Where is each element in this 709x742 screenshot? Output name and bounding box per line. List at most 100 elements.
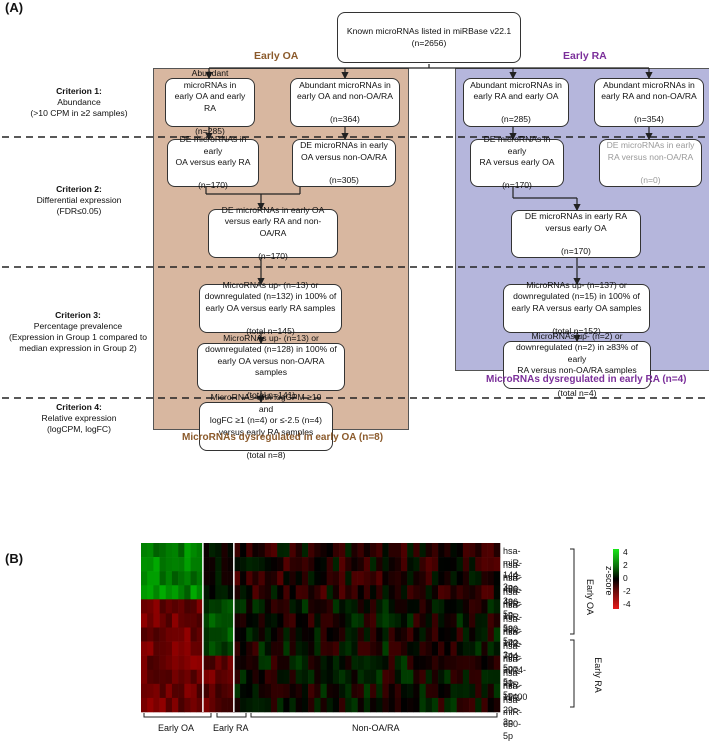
heatmap-cell — [345, 543, 352, 558]
heatmap-cell — [159, 613, 167, 628]
heatmap-cell — [407, 627, 414, 642]
heatmap-cell — [314, 543, 321, 558]
heatmap-cell — [246, 655, 253, 671]
heatmap-cell — [165, 613, 173, 628]
heatmap-cell — [388, 683, 396, 699]
heatmap-cell — [339, 557, 346, 572]
heatmap-cell — [270, 683, 278, 699]
heatmap-cell — [431, 585, 439, 600]
heatmap-cell — [450, 683, 457, 699]
heatmap-cell — [339, 599, 346, 614]
heatmap-cell — [227, 585, 235, 600]
heatmap-cell — [240, 683, 247, 699]
heatmap-cell — [252, 683, 259, 699]
heatmap-cell — [351, 683, 358, 699]
heatmap-cell — [165, 683, 173, 699]
heatmap-cell — [283, 571, 290, 586]
heatmap-cell — [370, 627, 377, 642]
heatmap-cell — [481, 613, 488, 628]
heatmap-cell — [153, 557, 160, 572]
heatmap-cell — [264, 613, 272, 628]
heatmap-cell — [425, 683, 433, 699]
heatmap-cell — [400, 697, 408, 713]
heatmap-cell — [357, 669, 365, 685]
heatmap-cell — [209, 585, 216, 600]
heatmap-cell — [345, 613, 352, 628]
heatmap-cell — [376, 585, 383, 600]
heatmap-cell — [481, 571, 488, 586]
heatmap-cell — [469, 627, 476, 642]
heatmap-cell — [159, 683, 167, 699]
heatmap-cell — [345, 571, 352, 586]
heatmap-cell — [450, 585, 457, 600]
heatmap-cell — [450, 627, 457, 642]
heatmap-cell — [407, 655, 414, 671]
heatmap-cell — [289, 557, 297, 572]
heatmap-cell — [190, 543, 198, 558]
heatmap-cell — [363, 599, 371, 614]
heatmap-cell — [394, 571, 402, 586]
heatmap-cell — [215, 641, 222, 656]
heatmap-cell — [246, 697, 253, 713]
heatmap-cell — [178, 557, 185, 572]
heatmap-cell — [283, 683, 290, 699]
heatmap-cell — [301, 599, 309, 614]
heatmap-cell — [370, 683, 377, 699]
heatmap-cell — [246, 669, 253, 685]
ra-c2-merge-box: DE microRNAs in early RA versus early OA… — [511, 210, 641, 258]
heatmap-cell — [215, 627, 222, 642]
legend-colorbar — [613, 549, 619, 609]
heatmap-cell — [438, 655, 445, 671]
heatmap-cell — [419, 697, 427, 713]
heatmap-cell — [425, 641, 433, 656]
heatmap-cell — [215, 683, 222, 699]
heatmap-cell — [190, 613, 198, 628]
heatmap-cell — [419, 613, 427, 628]
heatmap-cell — [425, 585, 433, 600]
heatmap-cell — [450, 655, 457, 671]
heatmap-cell — [227, 543, 235, 558]
heatmap-cell — [332, 641, 340, 656]
heatmap-cell — [202, 599, 210, 614]
heatmap-cell — [431, 669, 439, 685]
heatmap-cell — [227, 655, 235, 671]
heatmap-cell — [314, 613, 321, 628]
row-group-brackets — [570, 548, 575, 708]
heatmap-cell — [165, 697, 173, 713]
heatmap-cell — [419, 599, 427, 614]
heatmap-cell — [221, 697, 228, 713]
heatmap-cell — [252, 599, 259, 614]
heatmap-cell — [314, 585, 321, 600]
heatmap-cell — [450, 571, 457, 586]
heatmap-cell — [258, 599, 266, 614]
heatmap-cell — [376, 557, 383, 572]
heatmap-cell — [171, 683, 179, 699]
heatmap-cell — [184, 543, 191, 558]
heatmap-cell — [270, 585, 278, 600]
heatmap-cell — [425, 627, 433, 642]
heatmap-cell — [438, 599, 445, 614]
heatmap-cell — [147, 613, 154, 628]
heatmap-cell — [295, 557, 303, 572]
heatmap-cell — [295, 683, 303, 699]
heatmap-cell — [487, 655, 495, 671]
mirbase-total-box: Known microRNAs listed in miRBase v22.1 … — [337, 12, 521, 63]
heatmap-cell — [264, 599, 272, 614]
heatmap-cell — [283, 585, 290, 600]
heatmap-cell — [258, 543, 266, 558]
heatmap-cell — [320, 557, 327, 572]
early-oa-column-title: Early OA — [254, 50, 299, 62]
criterion-1-label: Criterion 1:Abundance (>10 CPM in ≥2 sam… — [14, 86, 144, 119]
gene-label: hsa-miR-3074-5p — [503, 640, 527, 687]
heatmap-cell — [493, 557, 501, 572]
heatmap-cell — [178, 655, 185, 671]
heatmap-cell — [209, 557, 216, 572]
criterion-text: Differential expression (FDR≤0.05) — [36, 195, 122, 216]
heatmap-cell — [227, 627, 235, 642]
heatmap-cell — [487, 613, 495, 628]
heatmap-cell — [475, 655, 482, 671]
heatmap-cell — [233, 543, 241, 558]
heatmap-cell — [171, 627, 179, 642]
heatmap-cell — [240, 655, 247, 671]
heatmap-cell — [301, 571, 309, 586]
